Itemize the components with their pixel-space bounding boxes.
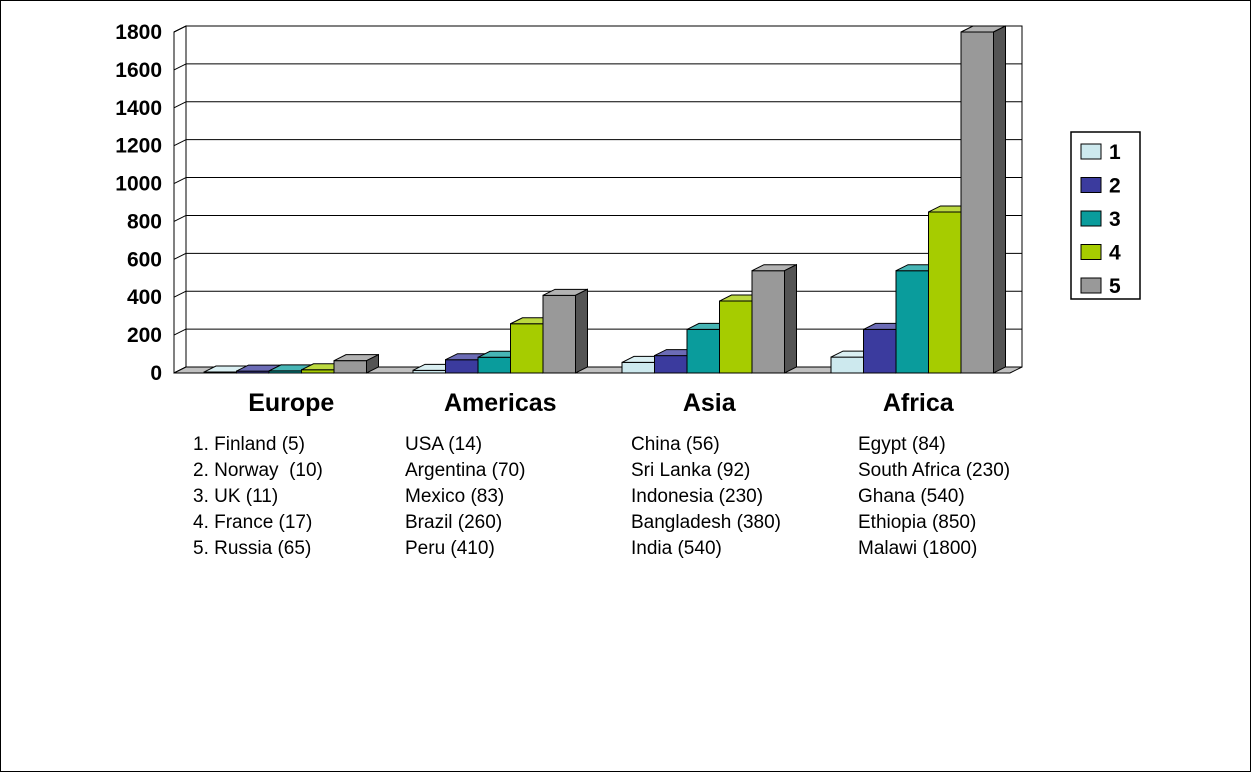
gridline-side bbox=[173, 101, 187, 109]
gridline-side bbox=[173, 214, 187, 222]
gridline-side bbox=[173, 290, 187, 298]
country-column-europe: 1. Finland (5) 2. Norway (10) 3. UK (11)… bbox=[193, 432, 323, 562]
y-tick-label: 400 bbox=[127, 286, 162, 309]
bar-front bbox=[863, 328, 897, 374]
legend-swatch bbox=[1080, 210, 1102, 227]
y-tick-label: 600 bbox=[127, 248, 162, 271]
bar-front bbox=[654, 355, 688, 374]
gridline-side bbox=[173, 25, 187, 33]
y-tick-label: 1400 bbox=[115, 97, 162, 120]
y-tick-label: 200 bbox=[127, 324, 162, 347]
country-entry: 3. UK (11) bbox=[193, 486, 279, 507]
country-entry: Sri Lanka (92) bbox=[631, 460, 751, 481]
country-column-asia: China (56) Sri Lanka (92) Indonesia (230… bbox=[631, 432, 781, 562]
bar-front bbox=[510, 323, 544, 374]
y-tick-label: 1200 bbox=[115, 135, 162, 158]
bar-front bbox=[686, 328, 720, 374]
category-label: Asia bbox=[683, 389, 737, 417]
country-entry: Brazil (260) bbox=[405, 512, 503, 533]
gridline-side bbox=[173, 139, 187, 147]
country-entry: China (56) bbox=[631, 434, 720, 455]
category-label: Americas bbox=[444, 389, 557, 417]
gridline-side bbox=[173, 63, 187, 71]
country-entry: 5. Russia (65) bbox=[193, 538, 312, 559]
gridline-side bbox=[173, 328, 187, 336]
bar-front bbox=[960, 31, 994, 374]
bar-side bbox=[366, 353, 379, 374]
bar-front bbox=[333, 360, 367, 374]
country-entry: Argentina (70) bbox=[405, 460, 526, 481]
bar-front bbox=[719, 300, 753, 374]
bar-side bbox=[784, 263, 797, 374]
bar-front bbox=[542, 294, 576, 374]
y-tick-label: 800 bbox=[127, 210, 162, 233]
legend-swatch bbox=[1080, 143, 1102, 160]
bar-front bbox=[621, 361, 655, 374]
country-entry: Ethiopia (850) bbox=[858, 512, 977, 533]
country-entry: Malawi (1800) bbox=[858, 538, 978, 559]
legend-label: 3 bbox=[1109, 208, 1121, 231]
legend-swatch bbox=[1080, 244, 1102, 260]
country-column-americas: USA (14) Argentina (70) Mexico (83) Braz… bbox=[405, 432, 525, 562]
gridline-side bbox=[173, 252, 187, 260]
bar-front bbox=[477, 356, 511, 374]
bar-front bbox=[928, 211, 962, 374]
country-entry: 2. Norway (10) bbox=[193, 460, 323, 481]
bar-side bbox=[993, 25, 1006, 374]
y-tick-label: 0 bbox=[150, 362, 162, 385]
legend-label: 4 bbox=[1109, 242, 1121, 265]
country-entry: Indonesia (230) bbox=[631, 486, 764, 507]
country-entry: India (540) bbox=[631, 538, 722, 559]
country-entry: Mexico (83) bbox=[405, 486, 505, 507]
country-entry: 1. Finland (5) bbox=[193, 434, 305, 455]
bar-side bbox=[575, 288, 588, 374]
legend-label: 2 bbox=[1109, 175, 1121, 198]
legend-swatch bbox=[1080, 277, 1102, 294]
country-entry: South Africa (230) bbox=[858, 460, 1011, 481]
country-entry: 4. France (17) bbox=[193, 512, 313, 533]
country-entry: Bangladesh (380) bbox=[631, 512, 781, 533]
category-label: Europe bbox=[248, 389, 334, 417]
legend-label: 5 bbox=[1109, 275, 1121, 298]
country-entry: USA (14) bbox=[405, 434, 483, 455]
bar-front bbox=[445, 359, 479, 374]
y-tick-label: 1800 bbox=[115, 21, 162, 44]
gridline-side bbox=[173, 177, 187, 185]
country-entry: Ghana (540) bbox=[858, 486, 965, 507]
country-entry: Egypt (84) bbox=[858, 434, 946, 455]
bar-front bbox=[895, 270, 929, 374]
bar-front bbox=[830, 356, 864, 374]
plot-side-wall bbox=[173, 25, 187, 374]
category-label: Africa bbox=[883, 389, 955, 417]
bar-front bbox=[751, 270, 785, 374]
country-column-africa: Egypt (84) South Africa (230) Ghana (540… bbox=[858, 432, 1010, 562]
y-tick-label: 1600 bbox=[115, 59, 162, 82]
legend-label: 1 bbox=[1109, 141, 1121, 164]
y-tick-label: 1000 bbox=[115, 173, 162, 196]
country-entry: Peru (410) bbox=[405, 538, 495, 559]
legend-swatch bbox=[1080, 177, 1102, 193]
